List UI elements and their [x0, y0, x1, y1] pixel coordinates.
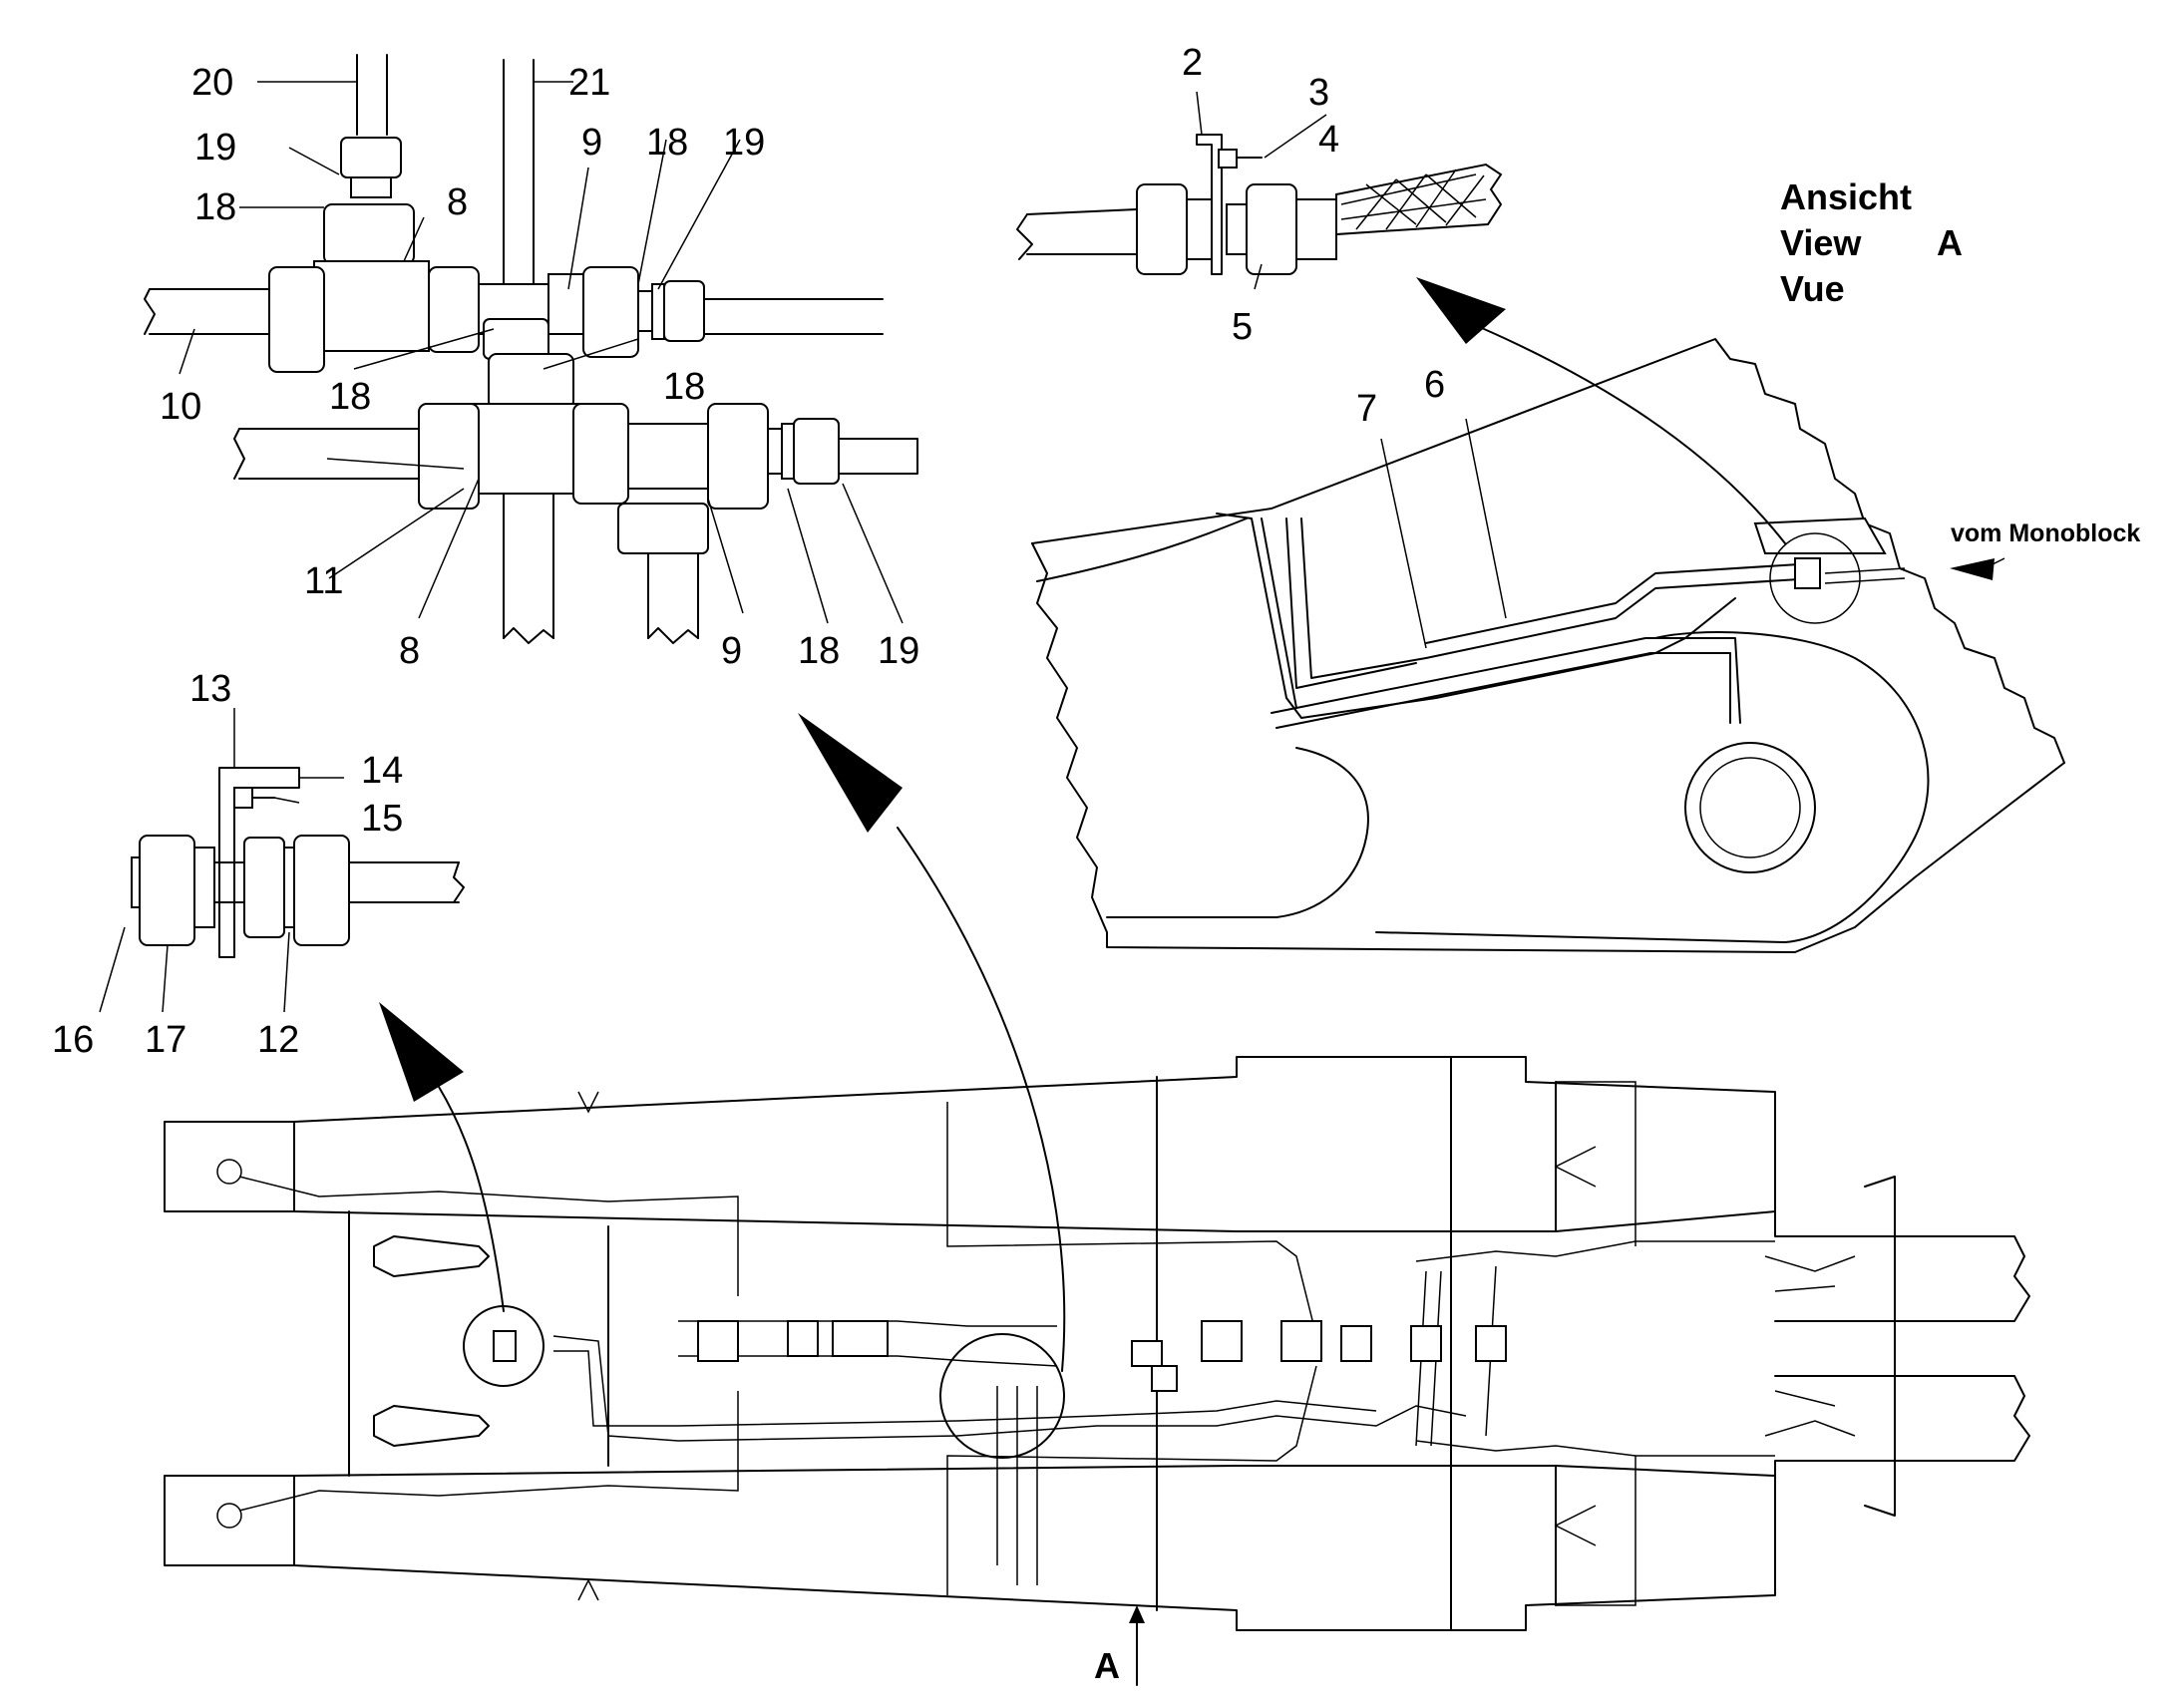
part-label-18: 18 — [194, 186, 236, 228]
part-label-16: 16 — [52, 1019, 94, 1061]
main-plan-view — [164, 1056, 2030, 1686]
part-label-12: 12 — [257, 1019, 299, 1061]
detail-side-view-a — [1031, 338, 2065, 953]
part-label-18: 18 — [663, 366, 705, 408]
detail-bracket-fitting-left — [99, 708, 465, 1013]
part-label-13: 13 — [189, 668, 231, 710]
callout-arrow-detail-1 — [798, 713, 1066, 1372]
detail-fitting-assembly-top-left — [144, 54, 918, 644]
part-label-19: 19 — [878, 630, 919, 672]
part-label-18: 18 — [329, 376, 371, 418]
part-label-18: 18 — [646, 122, 688, 164]
part-label-15: 15 — [361, 798, 403, 840]
part-label-19: 19 — [723, 122, 765, 164]
part-label-11: 11 — [304, 560, 343, 602]
view-a-marker: A — [1094, 1645, 1120, 1686]
part-label-7: 7 — [1356, 388, 1377, 430]
part-label-21: 21 — [568, 62, 610, 104]
part-number-labels: 20 21 19 18 8 9 18 19 10 18 18 11 8 9 18 19 2 3 4 5 13 14 15 16… — [52, 42, 1445, 1061]
part-label-9: 9 — [581, 122, 602, 164]
callout-arrow-detail-3 — [379, 1002, 505, 1312]
part-label-3: 3 — [1308, 72, 1329, 114]
part-label-6: 6 — [1424, 364, 1445, 406]
part-label-17: 17 — [145, 1019, 186, 1061]
part-label-9: 9 — [721, 630, 742, 672]
part-label-14: 14 — [361, 750, 403, 792]
view-title-line2: View — [1780, 222, 1862, 263]
view-a-title: Ansicht View A Vue — [1780, 176, 1963, 309]
part-label-8: 8 — [399, 630, 420, 672]
part-label-2: 2 — [1182, 42, 1203, 84]
view-title-line3: Vue — [1780, 268, 1845, 309]
note-from-monoblock: vom Monoblock — [1951, 519, 2140, 547]
view-title-line1: Ansicht — [1780, 176, 1912, 217]
part-label-5: 5 — [1232, 306, 1253, 348]
part-label-19: 19 — [194, 127, 236, 169]
part-label-4: 4 — [1318, 119, 1339, 161]
view-title-letter: A — [1937, 222, 1963, 263]
part-label-20: 20 — [191, 62, 233, 104]
detail-bulkhead-fitting-top — [1016, 91, 1503, 290]
part-label-18: 18 — [798, 630, 840, 672]
part-label-10: 10 — [160, 386, 201, 428]
callout-arrow-view-a — [1416, 277, 1786, 544]
part-label-8: 8 — [447, 181, 468, 223]
